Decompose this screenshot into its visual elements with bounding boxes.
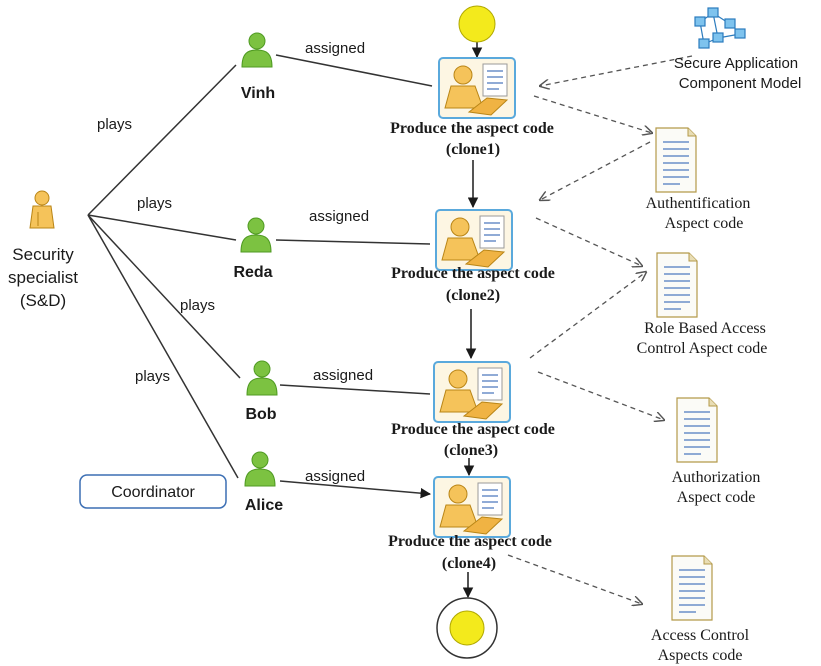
doc-label-line1: Role Based Access xyxy=(644,320,766,337)
task-title: Produce the aspect code xyxy=(390,120,554,137)
role-label-line1: Security xyxy=(12,245,74,264)
flow-authentification-to-clone2 xyxy=(540,141,651,200)
doc-role-based-access-control: Role Based Access Control Aspect code xyxy=(637,252,768,357)
plays-edge-bob xyxy=(87,214,241,379)
role-label-line3: (S&D) xyxy=(20,291,66,310)
role-label-line2: specialist xyxy=(8,268,78,287)
assigned-label-vinh: assigned xyxy=(305,40,365,57)
role-figure-icon xyxy=(29,190,55,229)
plays-label-vinh: plays xyxy=(97,116,132,133)
doc-authentification: Authentification Aspect code xyxy=(646,127,751,232)
doc-authorization: Authorization Aspect code xyxy=(672,397,761,506)
doc-label-line1: Access Control xyxy=(651,627,750,644)
start-node xyxy=(458,5,496,43)
doc-label-line1: Authentification xyxy=(646,195,751,212)
assigned-edges xyxy=(275,54,433,499)
document-icon xyxy=(656,252,698,318)
person-icon xyxy=(240,217,272,253)
document-icon xyxy=(671,555,713,621)
secure-application-component-model: Secure Application Component Model xyxy=(674,7,802,92)
person-name: Bob xyxy=(245,406,276,423)
assigned-edge-alice xyxy=(279,480,432,499)
task-clone2: Produce the aspect code (clone2) xyxy=(391,209,555,304)
end-node xyxy=(436,597,498,659)
task-title: Produce the aspect code xyxy=(391,421,555,438)
assigned-label-alice: assigned xyxy=(305,468,365,485)
plays-label-alice: plays xyxy=(135,368,170,385)
document-icon xyxy=(655,127,697,193)
task-clone-label: (clone4) xyxy=(442,555,496,572)
flow-clone2-to-rbac xyxy=(535,217,642,266)
security-specialist-role: Security specialist (S&D) xyxy=(8,190,78,310)
coordinator-badge: Coordinator xyxy=(79,474,227,509)
flow-clone3-to-rbac xyxy=(529,272,646,359)
control-flow xyxy=(462,42,483,599)
model-label-line2: Component Model xyxy=(679,75,802,92)
plays-edge-reda xyxy=(87,214,237,241)
person-icon xyxy=(246,360,278,396)
flow-clone3-to-authorization xyxy=(537,371,664,420)
flow-clone1-to-authentification xyxy=(533,95,652,133)
task-clone-label: (clone3) xyxy=(444,442,498,459)
task-clone4: Produce the aspect code (clone4) xyxy=(388,476,552,572)
person-icon xyxy=(241,32,273,68)
task-clone-label: (clone1) xyxy=(446,141,500,158)
activity-icon xyxy=(433,476,511,538)
assigned-edge-bob xyxy=(279,384,431,395)
model-label-line1: Secure Application xyxy=(674,55,798,72)
plays-edge-alice xyxy=(87,214,239,479)
person-name: Reda xyxy=(233,264,272,281)
assigned-label-bob: assigned xyxy=(313,367,373,384)
person-vinh: Vinh xyxy=(241,32,275,102)
task-clone1: Produce the aspect code (clone1) xyxy=(390,57,554,158)
person-name: Alice xyxy=(245,497,283,514)
coordinator-badge-label: Coordinator xyxy=(111,484,195,501)
plays-label-reda: plays xyxy=(137,195,172,212)
activity-icon xyxy=(433,361,511,423)
assigned-edge-reda xyxy=(275,239,431,245)
doc-label-line2: Aspect code xyxy=(665,215,744,232)
person-reda: Reda xyxy=(233,217,273,281)
flow-clone4-to-access-control xyxy=(507,554,642,604)
document-icon xyxy=(676,397,718,463)
person-icon xyxy=(244,451,276,487)
flow-model-to-clone1 xyxy=(540,55,693,86)
doc-label-line2: Control Aspect code xyxy=(637,340,768,357)
doc-label-line1: Authorization xyxy=(672,469,761,486)
doc-label-line2: Aspect code xyxy=(677,489,756,506)
plays-edge-vinh xyxy=(87,64,237,216)
component-model-icon xyxy=(694,7,746,49)
task-title: Produce the aspect code xyxy=(391,265,555,282)
activity-icon xyxy=(438,57,516,119)
doc-label-line2: Aspects code xyxy=(658,647,743,664)
task-clone-label: (clone2) xyxy=(446,287,500,304)
assigned-label-reda: assigned xyxy=(309,208,369,225)
assigned-edge-vinh xyxy=(275,54,433,87)
plays-edges xyxy=(87,64,241,479)
task-title: Produce the aspect code xyxy=(388,533,552,550)
doc-access-control: Access Control Aspects code xyxy=(651,555,750,664)
plays-label-bob: plays xyxy=(180,297,215,314)
person-alice: Alice xyxy=(244,451,283,514)
person-name: Vinh xyxy=(241,85,275,102)
object-flow xyxy=(507,55,693,604)
activity-icon xyxy=(435,209,513,271)
task-clone3: Produce the aspect code (clone3) xyxy=(391,361,555,459)
person-bob: Bob xyxy=(245,360,278,423)
